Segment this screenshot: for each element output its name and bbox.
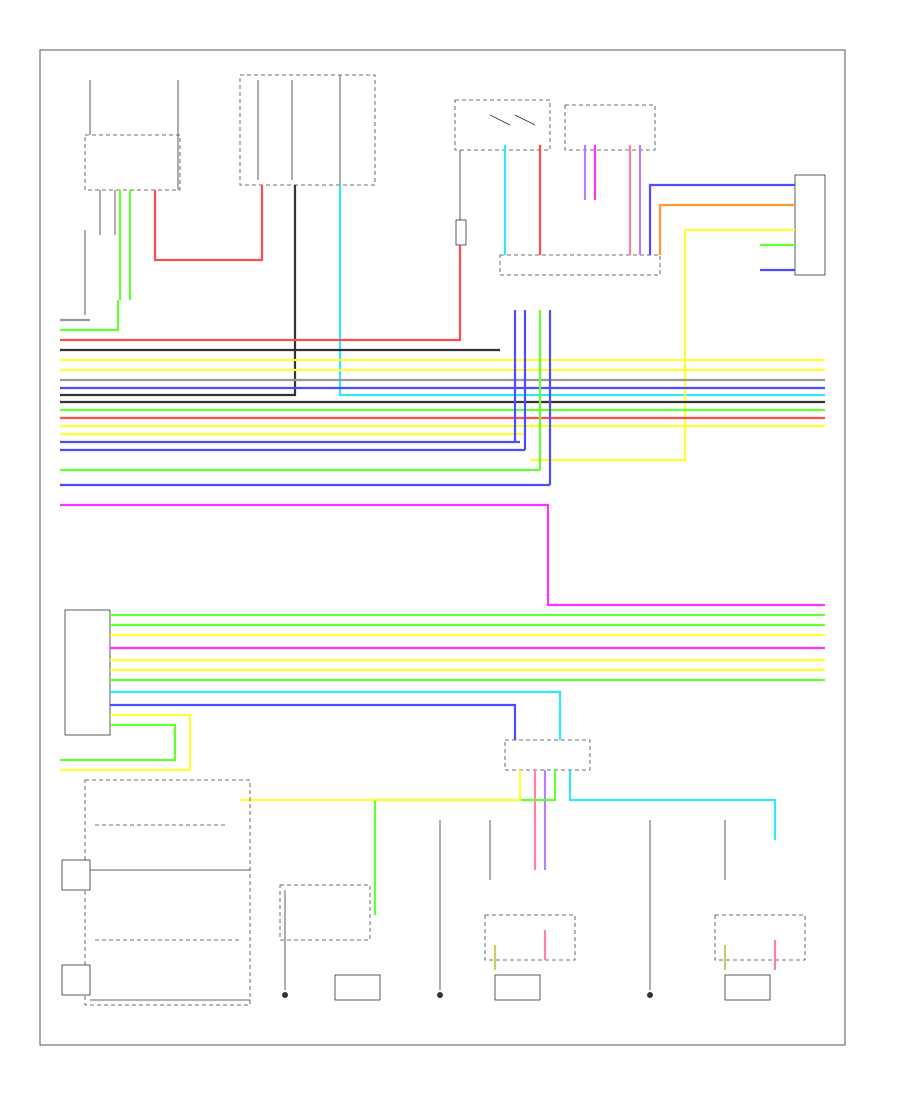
lower-wire-bus	[60, 613, 825, 772]
ground-right-icon	[647, 992, 653, 998]
upper-vertical-wires	[60, 145, 825, 462]
lower-right-sensors	[279, 820, 806, 1001]
stop-switch	[454, 99, 551, 246]
upper-wire-bus	[60, 310, 825, 607]
diagram-frame	[39, 49, 846, 1046]
power-steering-ecu	[64, 609, 111, 736]
skid-control-sensor	[240, 739, 777, 915]
pressure-sensor	[499, 104, 661, 276]
junction-block	[239, 74, 376, 186]
ground-left-icon	[282, 992, 288, 998]
main-body-ecu-connector	[794, 174, 826, 276]
left-lower-sensors	[61, 779, 251, 1006]
fuse-block-left	[84, 80, 181, 315]
ground-center-icon	[437, 992, 443, 998]
